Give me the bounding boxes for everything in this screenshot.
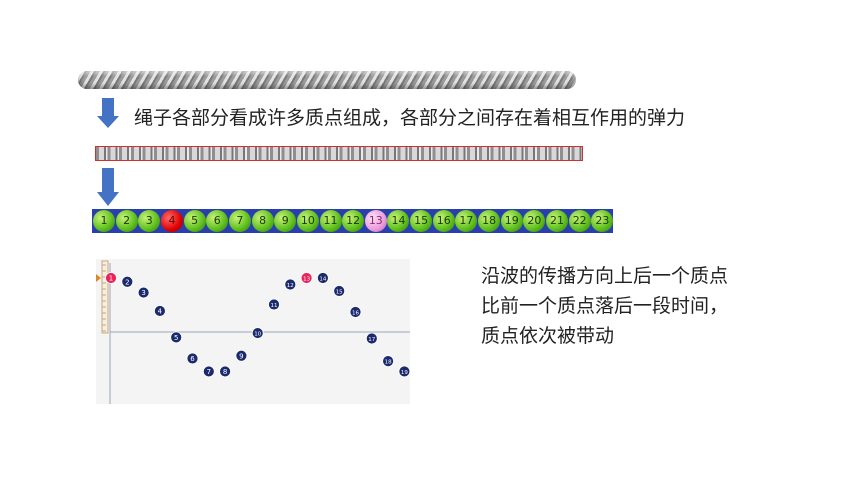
wave-point: 4	[154, 305, 166, 317]
wave-point-label: 6	[190, 355, 195, 363]
wave-point-label: 12	[287, 283, 294, 289]
wave-point-label: 3	[141, 289, 145, 297]
wave-point: 15	[333, 285, 346, 297]
particle-ball: 3	[138, 210, 161, 232]
wave-point: 8	[219, 365, 232, 378]
wave-point: 9	[235, 349, 248, 362]
particle-ball: 13	[364, 210, 387, 232]
particle-ball: 22	[568, 210, 591, 232]
rope-image	[78, 71, 576, 89]
caption-right-line: 质点依次被带动	[481, 325, 615, 347]
wave-point-label: 14	[319, 277, 326, 283]
particle-ball: 7	[228, 210, 251, 232]
particle-ball: 21	[546, 210, 569, 232]
wave-point: 14	[316, 272, 329, 284]
wave-point: 2	[121, 275, 134, 288]
particle-ball: 23	[591, 210, 613, 232]
caption-top: 绳子各部分看成许多质点组成，各部分之间存在着相互作用的弹力	[134, 107, 686, 129]
wave-point-label: 5	[174, 334, 178, 342]
particle-ball: 17	[455, 210, 478, 232]
particle-ball: 14	[387, 210, 410, 232]
wave-point: 11	[268, 298, 280, 311]
wave-point-label: 18	[385, 360, 392, 366]
particle-ball: 12	[342, 210, 365, 232]
caption-right: 沿波的传播方向上后一个质点 比前一个质点落后一段时间， 质点依次被带动	[481, 261, 801, 351]
wave-point: 6	[186, 352, 199, 365]
particle-ball: 16	[432, 210, 455, 232]
particle-ball: 20	[523, 210, 546, 232]
wave-point: 7	[202, 365, 215, 378]
particle-ball: 15	[410, 210, 433, 232]
wave-point-label: 17	[368, 337, 375, 343]
down-arrow-icon	[97, 98, 119, 128]
particle-ball: 8	[251, 210, 274, 232]
wave-point-label: 15	[336, 289, 343, 295]
wave-point-label: 8	[223, 368, 227, 376]
particle-ball: 11	[319, 210, 342, 232]
particle-ball: 1	[93, 210, 115, 232]
particle-ball: 6	[206, 210, 229, 232]
wave-point-label: 11	[271, 303, 278, 309]
particle-ball: 18	[478, 210, 501, 232]
wave-point-label: 9	[239, 352, 243, 360]
down-arrow-icon	[97, 168, 119, 206]
wave-point: 17	[365, 332, 378, 345]
wave-point: 16	[349, 306, 362, 318]
segmented-rope-image	[95, 146, 583, 161]
wave-point: 10	[251, 327, 264, 339]
wave-point: 19	[398, 365, 410, 378]
wave-point-label: 16	[352, 311, 359, 317]
particle-ball: 5	[183, 210, 206, 232]
wave-point: 5	[170, 331, 183, 344]
wave-point: 3	[137, 286, 150, 299]
caption-right-line: 沿波的传播方向上后一个质点	[481, 265, 729, 287]
wave-point-label: 19	[401, 370, 408, 376]
wave-point-label: 10	[254, 332, 261, 338]
wave-point-label: 1	[109, 275, 113, 283]
wave-point-label: 13	[303, 277, 310, 283]
particle-ball: 4	[160, 210, 183, 232]
particle-ball: 19	[500, 210, 523, 232]
ruler	[101, 260, 109, 334]
wave-point-label: 4	[158, 307, 163, 315]
wave-point: 13	[300, 272, 313, 284]
particle-ball: 2	[115, 210, 138, 232]
wave-point: 12	[284, 278, 297, 291]
particle-ball: 9	[274, 210, 297, 232]
ruler-pointer	[96, 274, 101, 282]
wave-point-label: 7	[207, 368, 211, 376]
wave-point: 1	[105, 272, 117, 284]
particle-ball: 10	[296, 210, 319, 232]
wave-point-label: 2	[125, 278, 129, 286]
wave-point: 18	[382, 355, 395, 368]
caption-right-line: 比前一个质点落后一段时间，	[481, 295, 729, 317]
